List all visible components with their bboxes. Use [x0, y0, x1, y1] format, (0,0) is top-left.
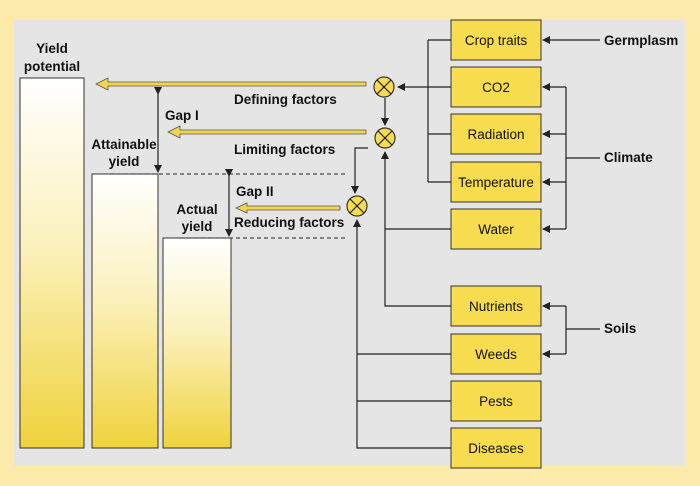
- nutrients-box: [450, 285, 542, 327]
- defining-factors-label: Defining factors: [234, 92, 337, 107]
- limiting-factors-label: Limiting factors: [234, 142, 335, 157]
- attainable-yield-label-line2: yield: [109, 154, 140, 169]
- temperature-label: Temperature: [458, 175, 534, 190]
- reducing-input-arrow: [353, 219, 451, 449]
- climate-label: Climate: [604, 150, 653, 165]
- yield-potential-bar: [19, 77, 85, 449]
- multiply-node-reducing: [346, 195, 368, 217]
- multiply-node-defining: [373, 76, 395, 98]
- co2-label: CO2: [482, 80, 510, 95]
- radiation-label: Radiation: [467, 127, 524, 142]
- limiting-factors-arrow: [167, 125, 367, 139]
- reducing-factors-label: Reducing factors: [234, 215, 344, 230]
- crop-traits-label: Crop traits: [465, 33, 528, 48]
- nutrients-label: Nutrients: [469, 299, 523, 314]
- diseases-box: [450, 427, 542, 469]
- soils-label: Soils: [604, 321, 636, 336]
- yield-potential-label-line1: Yield: [36, 41, 68, 56]
- yield-potential-label-line2: potential: [24, 59, 80, 74]
- defining-factors-arrow: [95, 77, 367, 91]
- attainable-yield-bar: [91, 173, 159, 449]
- gap-two-label: Gap II: [236, 184, 274, 199]
- water-box: [450, 208, 542, 250]
- gap-one-label: Gap I: [165, 108, 199, 123]
- pests-box: [450, 380, 542, 422]
- reducing-factors-arrow: [235, 202, 341, 214]
- water-label: Water: [478, 222, 514, 237]
- actual-yield-label-line1: Actual: [176, 202, 217, 217]
- crop-traits-box: [450, 19, 542, 61]
- actual-yield-label-line2: yield: [182, 219, 213, 234]
- actual-yield-bar: [162, 237, 232, 449]
- pests-label: Pests: [479, 394, 513, 409]
- attainable-yield-label-line1: Attainable: [91, 137, 157, 152]
- limiting-input-arrow: [381, 151, 451, 307]
- multiply-node-limiting: [374, 127, 396, 149]
- diseases-label: Diseases: [468, 441, 524, 456]
- germplasm-label: Germplasm: [604, 33, 678, 48]
- limiting-to-reducing-arrow: [351, 147, 368, 194]
- weeds-label: Weeds: [475, 347, 517, 362]
- weeds-box: [450, 333, 542, 375]
